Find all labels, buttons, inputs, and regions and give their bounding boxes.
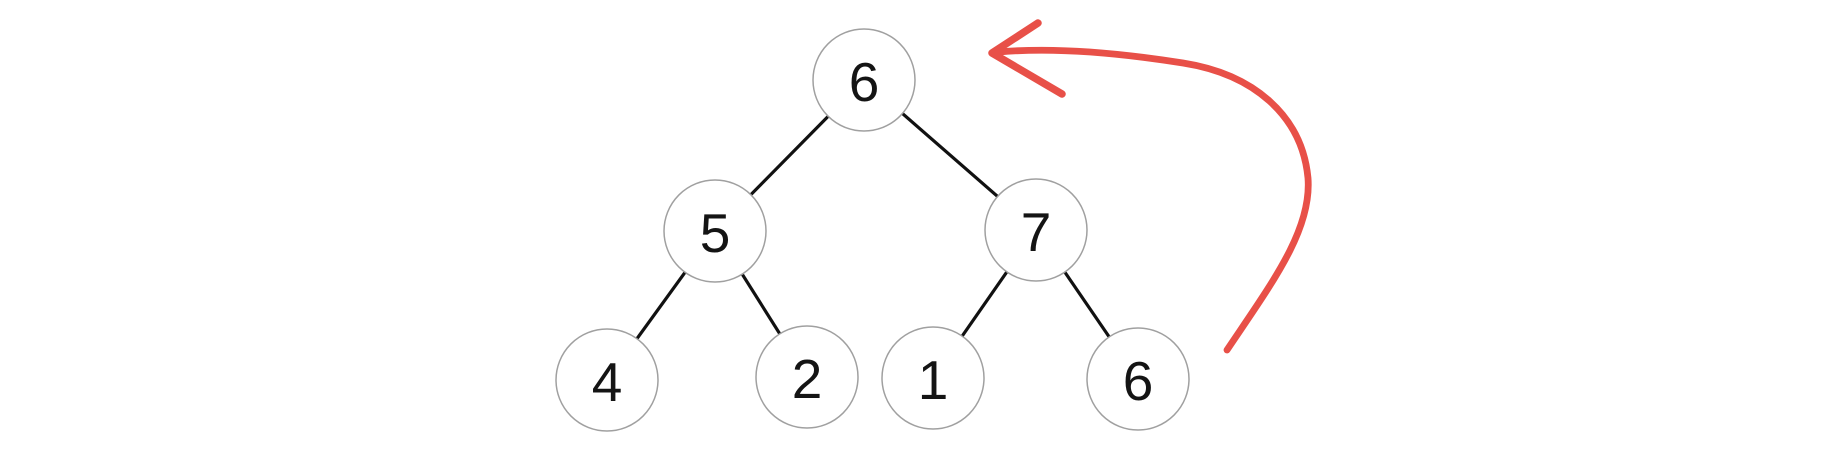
tree-node-label: 2 bbox=[792, 348, 823, 410]
tree-node-circle bbox=[555, 328, 659, 432]
tree-node-label: 5 bbox=[700, 202, 731, 264]
tree-node-label: 6 bbox=[1123, 350, 1154, 412]
tree-node-circle bbox=[881, 326, 985, 430]
tree-node-circle bbox=[984, 178, 1088, 282]
annotation-arrow-head bbox=[988, 19, 1066, 98]
tree-node-label: 1 bbox=[918, 349, 949, 411]
tree-node-circle bbox=[812, 28, 916, 132]
tree-node-label: 7 bbox=[1021, 201, 1052, 263]
annotation-arrow-shaft bbox=[995, 46, 1312, 354]
tree-node-circle bbox=[755, 325, 859, 429]
tree-node-label: 4 bbox=[592, 351, 623, 413]
tree-node-circle bbox=[1086, 327, 1190, 431]
tree-node-circle bbox=[663, 179, 767, 283]
tree-node-label: 6 bbox=[849, 51, 880, 113]
